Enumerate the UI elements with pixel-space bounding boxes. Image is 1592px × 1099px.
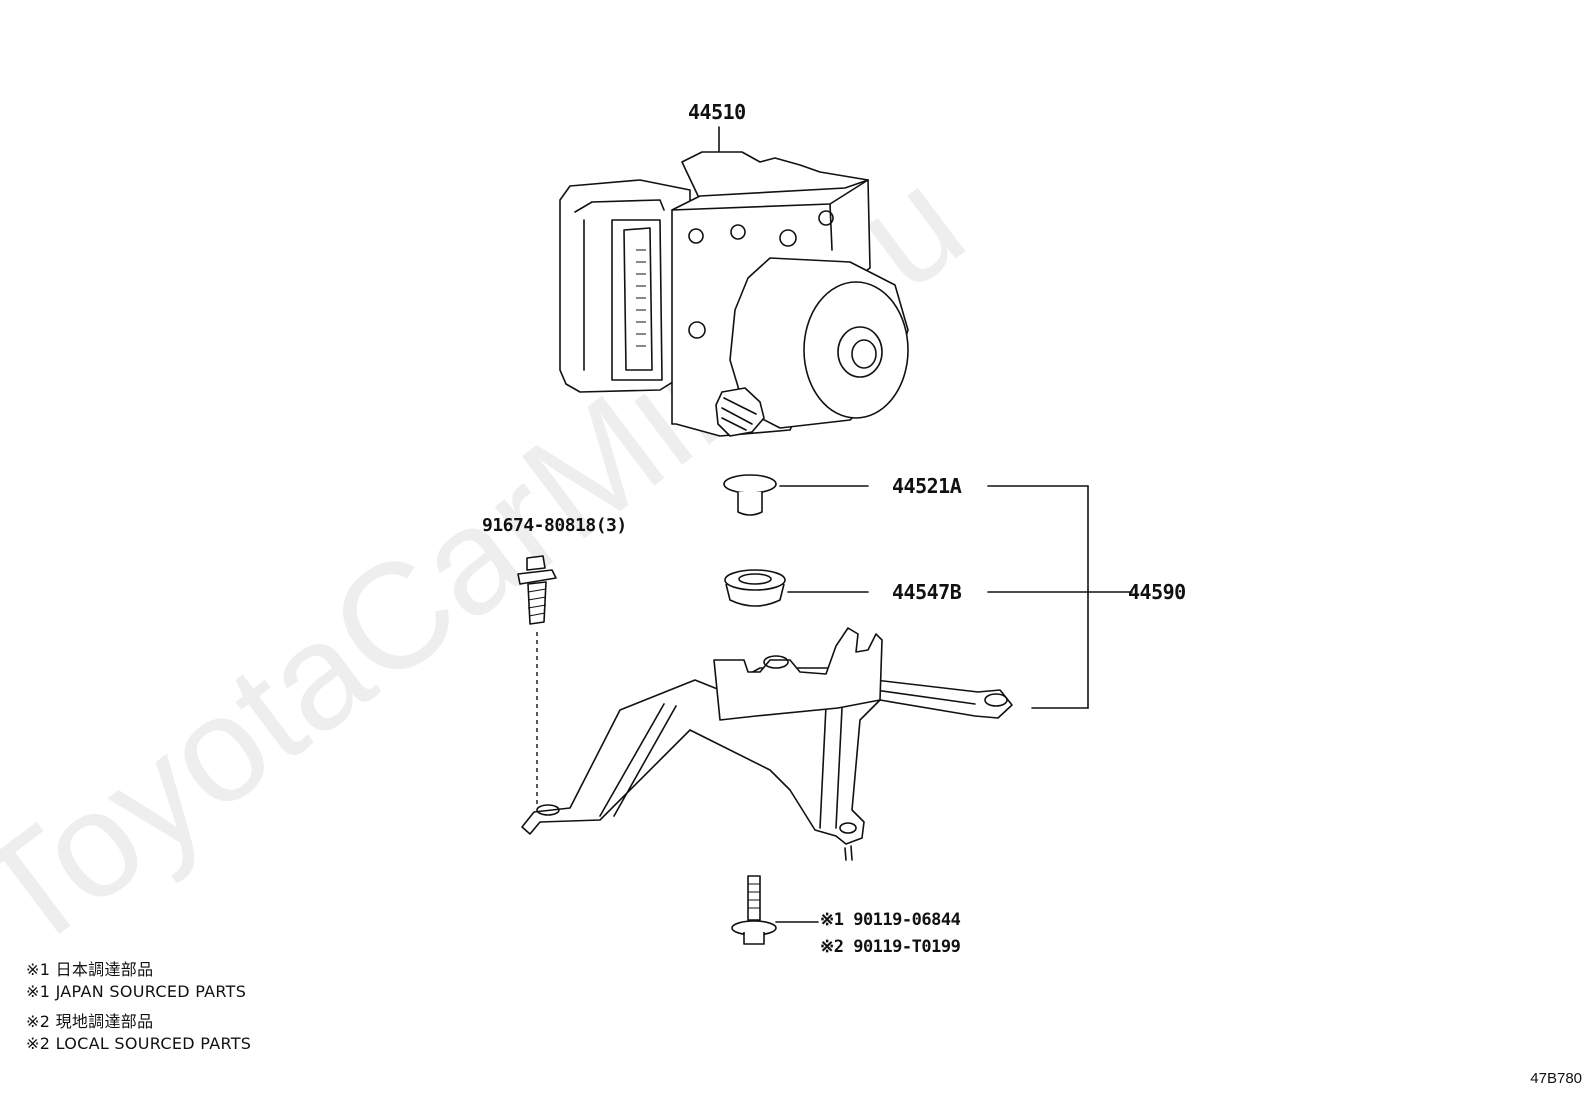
note-japan-sourced-en: ※1 JAPAN SOURCED PARTS [26, 982, 247, 1001]
note-japan-sourced-jp: ※1 日本調達部品 [26, 960, 154, 979]
grommet-drawing [723, 474, 869, 516]
callout-44510: 44510 [688, 100, 746, 124]
note-local-sourced-jp: ※2 現地調達部品 [26, 1012, 154, 1031]
note-local-sourced-en: ※2 LOCAL SOURCED PARTS [26, 1034, 252, 1053]
bracket-assembly-leader [987, 485, 1133, 709]
callout-44547b: 44547B [892, 580, 962, 604]
connector-pins [636, 249, 646, 347]
bracket-drawing [521, 627, 1013, 861]
figure-id: 47B780 [1530, 1070, 1582, 1087]
abs-actuator-drawing [559, 126, 909, 437]
cushion-drawing [724, 569, 869, 607]
callout-44590: 44590 [1128, 580, 1186, 604]
flange-bolt-top-drawing [517, 555, 557, 808]
callout-90119-t0199: ※2 90119-T0199 [820, 937, 961, 957]
callout-44521a: 44521A [892, 474, 962, 498]
callout-91674-80818: 91674-80818(3) [482, 515, 627, 536]
flange-bolt-bottom-drawing [731, 875, 819, 945]
callout-90119-06844: ※1 90119-06844 [820, 910, 961, 930]
